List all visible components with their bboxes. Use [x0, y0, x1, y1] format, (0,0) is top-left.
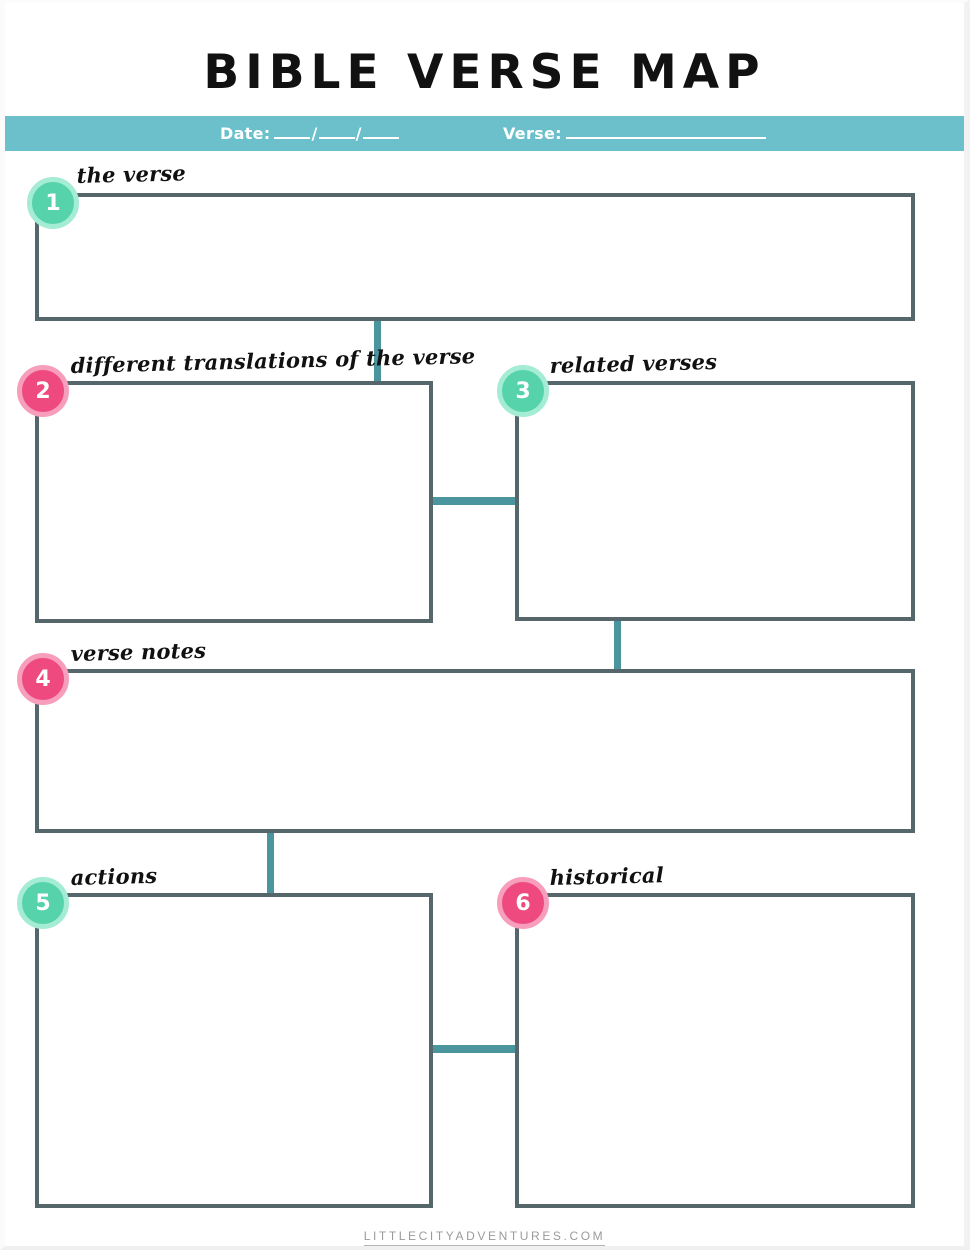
section-box-historical[interactable]	[515, 893, 915, 1208]
section-label-historical: historical	[549, 862, 665, 890]
footer-website[interactable]: LITTLECITYADVENTURES.COM	[5, 1229, 964, 1246]
connector-3-to-4	[614, 617, 621, 673]
section-box-verse-notes[interactable]	[35, 669, 915, 833]
section-badge-3: 3	[497, 365, 549, 417]
section-badge-2: 2	[17, 365, 69, 417]
connector-4-to-5	[267, 829, 274, 895]
section-label-different-translations: different translations of the verse	[70, 343, 476, 378]
footer-website-text: LITTLECITYADVENTURES.COM	[363, 1229, 606, 1246]
section-badge-4: 4	[17, 653, 69, 705]
section-label-verse-notes: verse notes	[70, 637, 207, 666]
date-label: Date:	[220, 124, 271, 143]
section-label-actions: actions	[70, 862, 158, 890]
section-badge-6: 6	[497, 877, 549, 929]
verse-reference-input[interactable]	[565, 137, 766, 139]
section-label-related-verses: related verses	[549, 348, 718, 378]
verse-label: Verse:	[503, 124, 562, 143]
date-separator-1: /	[311, 124, 318, 143]
section-badge-1: 1	[27, 177, 79, 229]
date-year-input[interactable]	[362, 137, 399, 139]
date-day-input[interactable]	[274, 137, 311, 139]
page-title: BIBLE VERSE MAP	[203, 45, 766, 100]
section-box-different-translations[interactable]	[35, 381, 433, 623]
section-box-actions[interactable]	[35, 893, 433, 1208]
section-box-the-verse[interactable]	[35, 193, 915, 321]
verse-field[interactable]: Verse:	[503, 124, 766, 143]
section-box-related-verses[interactable]	[515, 381, 915, 621]
section-label-the-verse: the verse	[76, 160, 187, 188]
connector-2-to-3	[430, 497, 518, 505]
header-band: Date: / / Verse:	[5, 116, 964, 151]
connector-1-to-2	[374, 317, 381, 383]
date-field[interactable]: Date: / /	[220, 124, 399, 143]
date-separator-2: /	[355, 124, 362, 143]
date-month-input[interactable]	[318, 137, 355, 139]
connector-5-to-6	[430, 1045, 518, 1053]
section-badge-5: 5	[17, 877, 69, 929]
